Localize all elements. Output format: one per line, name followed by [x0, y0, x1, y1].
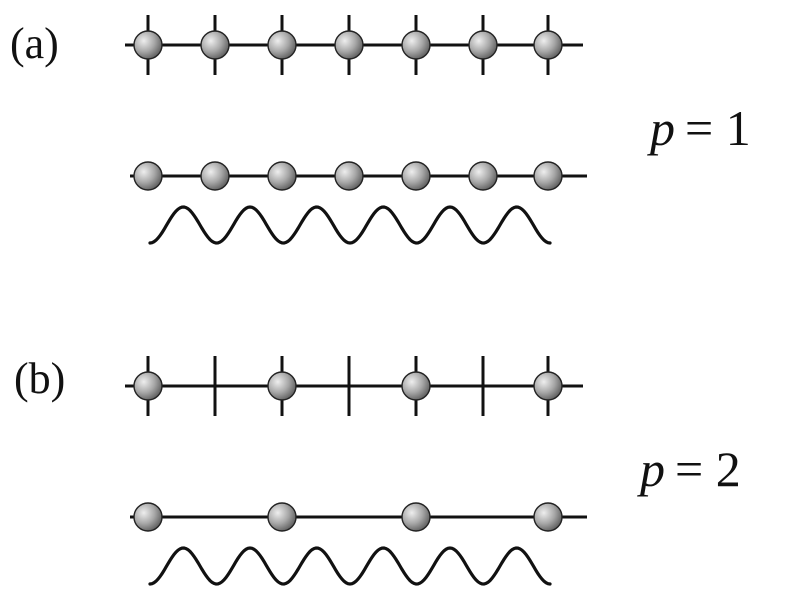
wave-b: [148, 546, 552, 586]
b-bottom-atom-7: [533, 502, 563, 532]
panel-b-top-chain: [125, 356, 583, 416]
b-top-atom-7: [533, 371, 563, 401]
a-bottom-atom-1: [133, 161, 163, 191]
panel-a: (a) p= 1: [10, 15, 751, 245]
b-top-atom-3: [267, 371, 297, 401]
p-equals-1-label: p= 1: [647, 100, 751, 156]
b-top-atom-1: [133, 371, 163, 401]
p-variable-a: p: [647, 100, 675, 156]
a-bottom-atom-4: [334, 161, 364, 191]
a-top-atom-7: [533, 30, 563, 60]
a-top-atom-1: [133, 30, 163, 60]
a-top-atom-2: [200, 30, 230, 60]
a-bottom-atom-2: [200, 161, 230, 191]
b-bottom-atom-5: [401, 502, 431, 532]
p-equals-2-label: p= 2: [637, 441, 741, 497]
b-bottom-atom-1: [133, 502, 163, 532]
a-top-atom-5: [401, 30, 431, 60]
chain-b-top-atoms: [133, 371, 563, 401]
p-value-a: = 1: [685, 100, 751, 156]
b-top-atom-5: [401, 371, 431, 401]
panel-a-label: (a): [10, 19, 59, 68]
panel-a-top-chain: [125, 15, 583, 75]
chain-a-bottom-atoms: [133, 161, 563, 191]
p-variable-b: p: [637, 441, 665, 497]
b-bottom-atom-3: [267, 502, 297, 532]
panel-b-label: (b): [14, 354, 65, 403]
wave-a: [148, 205, 552, 245]
a-top-atom-3: [267, 30, 297, 60]
a-bottom-atom-5: [401, 161, 431, 191]
panel-a-bottom-chain: [130, 161, 587, 245]
chain-b-bottom-atoms: [133, 502, 563, 532]
p-value-b: = 2: [675, 441, 741, 497]
a-top-atom-6: [468, 30, 498, 60]
panel-b-bottom-chain: [130, 502, 587, 586]
a-bottom-atom-6: [468, 161, 498, 191]
chain-a-top-atoms: [133, 30, 563, 60]
a-bottom-atom-3: [267, 161, 297, 191]
panel-b: (b) p= 2: [14, 354, 741, 586]
a-bottom-atom-7: [533, 161, 563, 191]
a-top-atom-4: [334, 30, 364, 60]
